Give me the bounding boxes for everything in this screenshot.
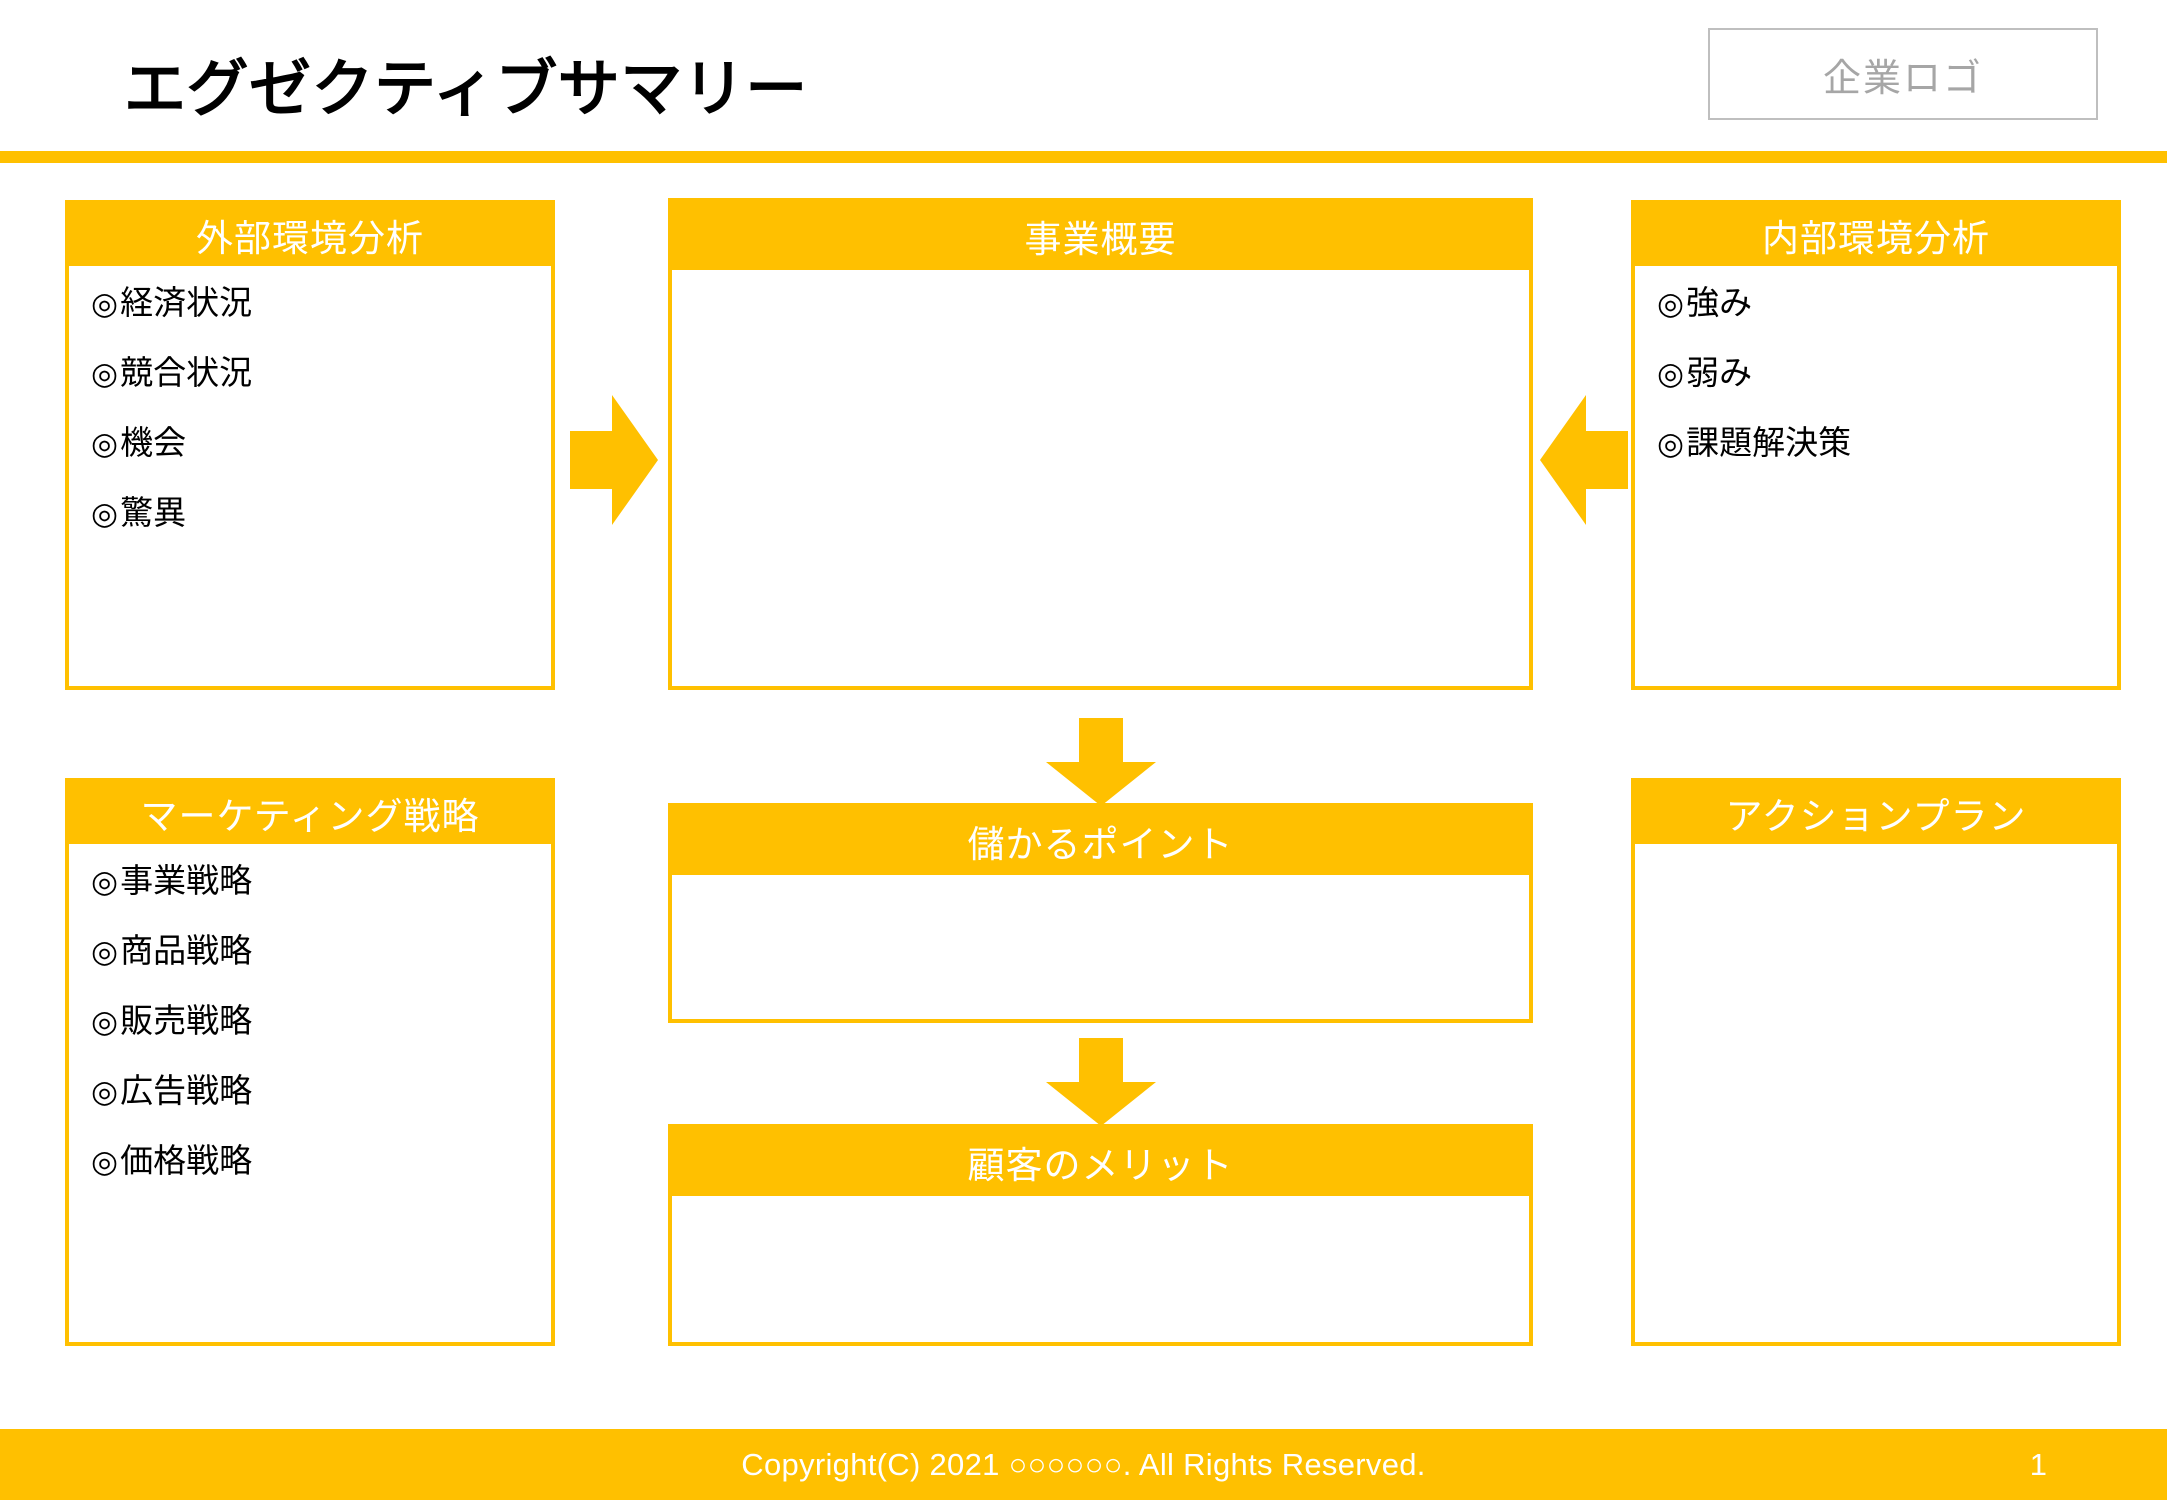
footer-copyright-text: Copyright(C) 2021 ○○○○○○. All Rights Res…	[741, 1446, 1426, 1482]
panel-external-analysis-body: ◎ 経済状況 ◎ 競合状況 ◎ 機会 ◎ 驚異	[69, 266, 551, 686]
bullet-double-circle-icon: ◎	[1657, 426, 1685, 461]
external-analysis-list: ◎ 経済状況 ◎ 競合状況 ◎ 機会 ◎ 驚異	[91, 286, 529, 529]
panel-internal-analysis-header: 内部環境分析	[1635, 204, 2117, 266]
bullet-double-circle-icon: ◎	[91, 1144, 119, 1179]
list-item: ◎ 弱み	[1657, 356, 2095, 389]
list-item-label: 商品戦略	[120, 932, 253, 969]
list-item-label: 事業戦略	[120, 862, 253, 899]
arrow-down-icon	[1046, 1038, 1156, 1126]
panel-internal-analysis-body: ◎ 強み ◎ 弱み ◎ 課題解決策	[1635, 266, 2117, 686]
bullet-double-circle-icon: ◎	[1657, 286, 1685, 321]
arrow-right-icon	[570, 395, 658, 525]
arrow-left-icon	[1540, 395, 1628, 525]
panel-business-overview-body[interactable]	[672, 270, 1529, 686]
panel-internal-analysis: 内部環境分析 ◎ 強み ◎ 弱み ◎ 課題解決策	[1631, 200, 2121, 690]
list-item: ◎ 強み	[1657, 286, 2095, 319]
panel-marketing-strategy-body: ◎ 事業戦略 ◎ 商品戦略 ◎ 販売戦略 ◎ 広告戦略 ◎ 価格戦略	[69, 844, 551, 1342]
panel-external-analysis-title: 外部環境分析	[196, 218, 424, 259]
panel-profit-points-title: 儲かるポイント	[967, 824, 1234, 865]
list-item-label: 弱み	[1686, 354, 1753, 391]
panel-business-overview: 事業概要	[668, 198, 1533, 690]
panel-customer-benefit-body[interactable]	[672, 1196, 1529, 1342]
panel-action-plan-title: アクションプラン	[1725, 796, 2027, 837]
arrow-down-icon	[1046, 718, 1156, 806]
list-item-label: 強み	[1686, 284, 1753, 321]
footer-bar: Copyright(C) 2021 ○○○○○○. All Rights Res…	[0, 1429, 2167, 1500]
panel-marketing-strategy-title: マーケティング戦略	[140, 796, 480, 837]
company-logo-label: 企業ロゴ	[1822, 57, 1983, 100]
marketing-strategy-list: ◎ 事業戦略 ◎ 商品戦略 ◎ 販売戦略 ◎ 広告戦略 ◎ 価格戦略	[91, 864, 529, 1177]
page-title: エグゼクティブサマリー	[124, 55, 808, 124]
list-item: ◎ 驚異	[91, 496, 529, 529]
list-item-label: 広告戦略	[120, 1072, 253, 1109]
bullet-double-circle-icon: ◎	[91, 496, 119, 531]
panel-business-overview-header: 事業概要	[672, 202, 1529, 270]
panel-marketing-strategy: マーケティング戦略 ◎ 事業戦略 ◎ 商品戦略 ◎ 販売戦略 ◎ 広告戦略	[65, 778, 555, 1346]
bullet-double-circle-icon: ◎	[91, 426, 119, 461]
list-item: ◎ 広告戦略	[91, 1074, 529, 1107]
bullet-double-circle-icon: ◎	[91, 1004, 119, 1039]
panel-action-plan-body[interactable]	[1635, 844, 2117, 1342]
bullet-double-circle-icon: ◎	[91, 356, 119, 391]
panel-action-plan-header: アクションプラン	[1635, 782, 2117, 844]
list-item-label: 機会	[120, 424, 187, 461]
internal-analysis-list: ◎ 強み ◎ 弱み ◎ 課題解決策	[1657, 286, 2095, 459]
list-item: ◎ 価格戦略	[91, 1144, 529, 1177]
panel-external-analysis-header: 外部環境分析	[69, 204, 551, 266]
panel-internal-analysis-title: 内部環境分析	[1762, 218, 1990, 259]
list-item-label: 価格戦略	[120, 1142, 253, 1179]
list-item-label: 競合状況	[120, 354, 253, 391]
panel-marketing-strategy-header: マーケティング戦略	[69, 782, 551, 844]
panel-profit-points-header: 儲かるポイント	[672, 807, 1529, 875]
panel-customer-benefit-header: 顧客のメリット	[672, 1128, 1529, 1196]
panel-profit-points: 儲かるポイント	[668, 803, 1533, 1023]
list-item: ◎ 商品戦略	[91, 934, 529, 967]
panel-customer-benefit: 顧客のメリット	[668, 1124, 1533, 1346]
panel-customer-benefit-title: 顧客のメリット	[967, 1145, 1234, 1186]
list-item: ◎ 課題解決策	[1657, 426, 2095, 459]
bullet-double-circle-icon: ◎	[91, 286, 119, 321]
list-item: ◎ 販売戦略	[91, 1004, 529, 1037]
list-item-label: 販売戦略	[120, 1002, 253, 1039]
list-item-label: 課題解決策	[1686, 424, 1852, 461]
list-item: ◎ 事業戦略	[91, 864, 529, 897]
list-item: ◎ 競合状況	[91, 356, 529, 389]
bullet-double-circle-icon: ◎	[1657, 356, 1685, 391]
panel-business-overview-title: 事業概要	[1024, 219, 1177, 260]
footer-page-number: 1	[2029, 1446, 2047, 1482]
bullet-double-circle-icon: ◎	[91, 864, 119, 899]
list-item: ◎ 機会	[91, 426, 529, 459]
list-item: ◎ 経済状況	[91, 286, 529, 319]
list-item-label: 経済状況	[120, 284, 253, 321]
header-divider-rule	[0, 151, 2167, 163]
list-item-label: 驚異	[120, 494, 187, 531]
panel-external-analysis: 外部環境分析 ◎ 経済状況 ◎ 競合状況 ◎ 機会 ◎ 驚異	[65, 200, 555, 690]
bullet-double-circle-icon: ◎	[91, 934, 119, 969]
panel-profit-points-body[interactable]	[672, 875, 1529, 1019]
bullet-double-circle-icon: ◎	[91, 1074, 119, 1109]
panel-action-plan: アクションプラン	[1631, 778, 2121, 1346]
company-logo-placeholder: 企業ロゴ	[1708, 28, 2098, 120]
